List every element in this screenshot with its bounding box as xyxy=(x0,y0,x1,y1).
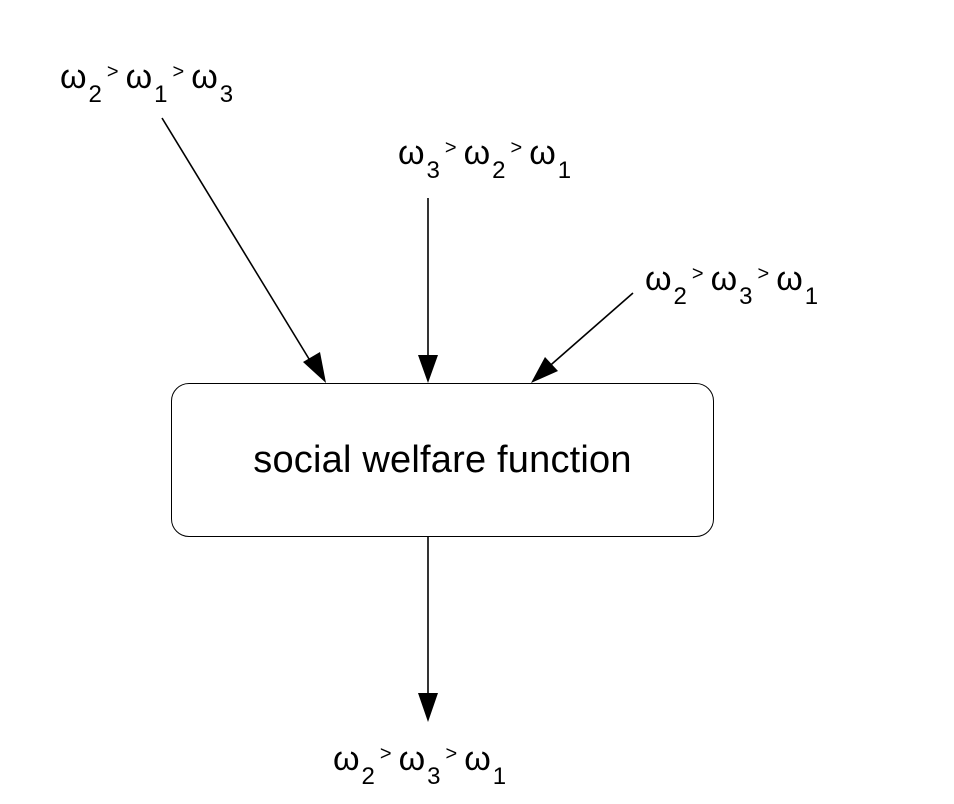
subscript: 2 xyxy=(361,763,375,790)
arrowhead-input-1 xyxy=(303,352,326,383)
subscript: 2 xyxy=(492,157,506,184)
omega-symbol: ω xyxy=(125,58,153,96)
omega-symbol: ω xyxy=(60,58,87,96)
subscript: 1 xyxy=(557,157,572,184)
arrow-input-1 xyxy=(161,117,318,373)
subscript: 3 xyxy=(219,81,234,108)
box-label: social welfare function xyxy=(253,438,632,481)
greater-than: > xyxy=(445,743,458,765)
greater-than: > xyxy=(691,263,704,285)
omega-symbol: ω xyxy=(463,134,491,172)
subscript: 2 xyxy=(88,81,102,108)
output-preference: ω2>ω3>ω1 xyxy=(333,742,506,789)
subscript: 3 xyxy=(426,157,440,184)
subscript: 3 xyxy=(427,763,441,790)
subscript: 2 xyxy=(673,283,687,310)
arrowhead-input-2 xyxy=(418,355,438,383)
greater-than: > xyxy=(379,743,392,765)
omega-symbol: ω xyxy=(710,260,738,298)
subscript: 1 xyxy=(804,283,819,310)
omega-symbol: ω xyxy=(645,260,672,298)
omega-symbol: ω xyxy=(529,134,556,172)
greater-than: > xyxy=(172,61,185,83)
arrowhead-output xyxy=(418,693,438,722)
subscript: 3 xyxy=(739,283,753,310)
social-welfare-function-box: social welfare function xyxy=(171,383,714,537)
arrowhead-input-3 xyxy=(531,357,558,383)
subscript: 1 xyxy=(154,81,168,108)
greater-than: > xyxy=(106,61,119,83)
greater-than: > xyxy=(444,137,457,159)
greater-than: > xyxy=(757,263,770,285)
greater-than: > xyxy=(510,137,523,159)
omega-symbol: ω xyxy=(398,740,426,778)
omega-symbol: ω xyxy=(464,740,491,778)
omega-symbol: ω xyxy=(776,260,803,298)
omega-symbol: ω xyxy=(191,58,218,96)
omega-symbol: ω xyxy=(333,740,360,778)
subscript: 1 xyxy=(492,763,507,790)
input-preference-2: ω3>ω2>ω1 xyxy=(398,136,571,183)
input-preference-3: ω2>ω3>ω1 xyxy=(645,262,818,309)
input-preference-1: ω2>ω1>ω3 xyxy=(60,60,233,107)
omega-symbol: ω xyxy=(398,134,425,172)
arrow-input-3 xyxy=(544,292,634,371)
